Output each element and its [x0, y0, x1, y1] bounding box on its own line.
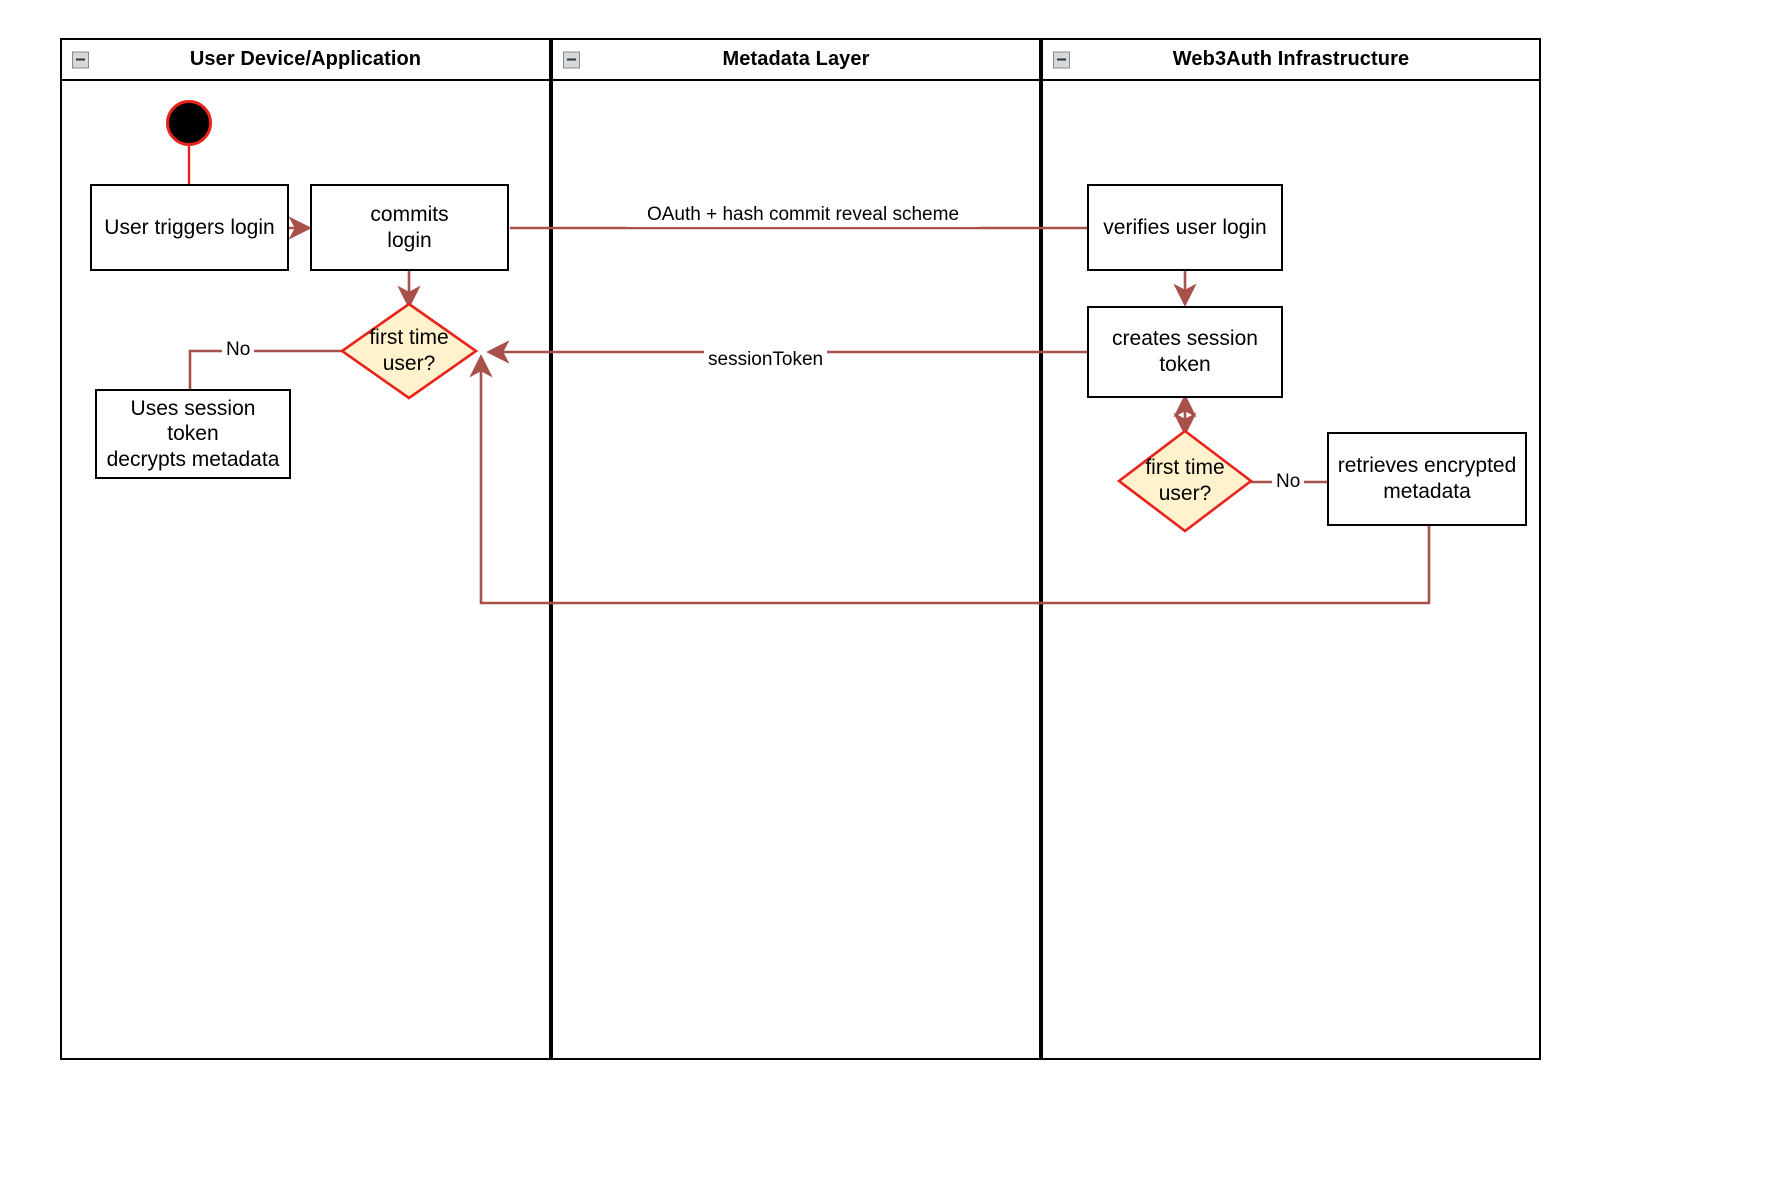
edge-label-text: sessionToken [708, 349, 824, 370]
swimlane-title-user-device: User Device/Application [189, 48, 422, 70]
collapse-minus-icon[interactable] [563, 51, 580, 68]
edge-label-no-left: No [222, 338, 255, 362]
action-user-triggers-login[interactable]: User triggers login [90, 184, 289, 271]
swimlane-metadata-layer[interactable] [551, 38, 1041, 1060]
action-retrieves-encrypted-metadata[interactable]: retrieves encrypted metadata [1327, 432, 1527, 526]
action-creates-session-token[interactable]: creates session token [1087, 306, 1283, 398]
collapse-minus-icon[interactable] [72, 51, 89, 68]
edge-label-session-token: sessionToken [704, 348, 828, 372]
action-label-line1: creates session [1112, 327, 1258, 351]
action-label-line2: token [167, 422, 219, 446]
action-label: User triggers login [104, 215, 275, 239]
edge-label-no-right: No [1272, 470, 1305, 494]
action-label-line1: commits [370, 202, 449, 226]
swimlane-header-web3auth[interactable]: Web3Auth Infrastructure [1041, 38, 1541, 81]
action-uses-session-token[interactable]: Uses session token decrypts metadata [95, 389, 291, 479]
action-label-line2: token [1159, 353, 1211, 376]
action-label-line2: metadata [1383, 480, 1471, 503]
swimlane-title-metadata-layer: Metadata Layer [722, 48, 870, 70]
edge-label-oauth-hash-commit: OAuth + hash commit reveal scheme [627, 203, 979, 227]
action-label: verifies user login [1103, 215, 1267, 239]
action-label-line3: decrypts metadata [106, 447, 280, 471]
action-label-line1: Uses session [130, 396, 256, 420]
edge-label-line1: OAuth + [646, 204, 718, 225]
swimlane-header-user-device[interactable]: User Device/Application [60, 38, 551, 81]
swimlane-title-web3auth: Web3Auth Infrastructure [1172, 48, 1410, 70]
action-label-line1: retrieves encrypted [1337, 454, 1517, 478]
action-verifies-user-login[interactable]: verifies user login [1087, 184, 1283, 271]
action-label-line2: login [387, 228, 432, 252]
action-commits-login[interactable]: commits login [310, 184, 509, 271]
edge-label-text: No [226, 339, 251, 360]
edge-label-line2: hash commit reveal scheme [722, 204, 960, 225]
collapse-minus-icon[interactable] [1053, 51, 1070, 68]
edge-label-text: No [1276, 471, 1301, 492]
swimlane-header-metadata-layer[interactable]: Metadata Layer [551, 38, 1041, 81]
initial-node-start[interactable] [166, 100, 212, 146]
